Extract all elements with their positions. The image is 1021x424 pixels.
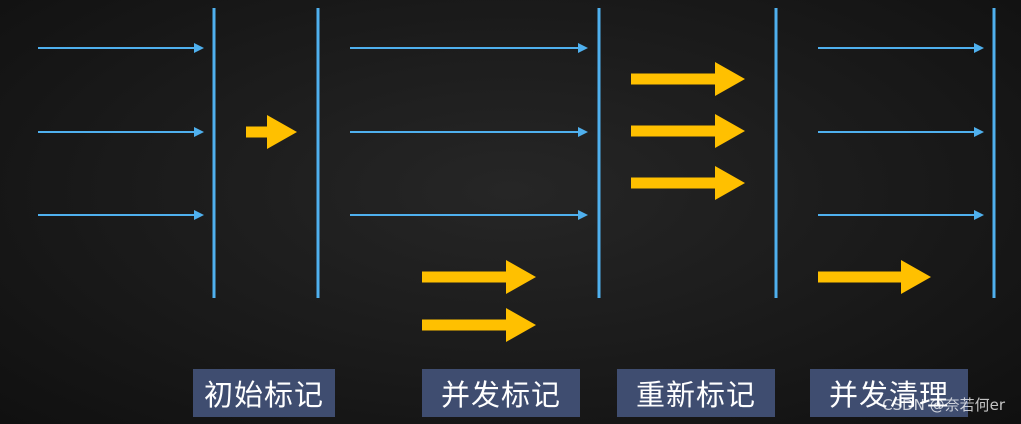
gc-thread-arrow (631, 166, 745, 200)
user-thread-arrow (350, 43, 588, 53)
user-thread-arrow (38, 43, 204, 53)
user-thread-arrow (350, 210, 588, 220)
user-thread-arrows (38, 43, 984, 220)
user-thread-arrow (38, 210, 204, 220)
gc-thread-arrow (818, 260, 931, 294)
phase-label-remark: 重新标记 (617, 369, 775, 417)
phase-label-concurrent-mark: 并发标记 (422, 369, 580, 417)
gc-thread-arrow (631, 62, 745, 96)
user-thread-arrow (818, 43, 984, 53)
user-thread-arrow (818, 210, 984, 220)
watermark: CSDN @奈若何er (882, 396, 1005, 414)
gc-thread-arrow (631, 114, 745, 148)
gc-thread-arrows (246, 62, 931, 342)
user-thread-arrow (38, 127, 204, 137)
gc-thread-arrow (422, 308, 536, 342)
user-thread-arrow (818, 127, 984, 137)
gc-thread-arrow (246, 115, 297, 149)
phase-label-initial-mark: 初始标记 (193, 369, 335, 417)
phase-label-concurrent-sweep: 并发清理 (810, 369, 968, 417)
user-thread-arrow (350, 127, 588, 137)
safepoint-lines (212, 8, 996, 298)
gc-thread-arrow (422, 260, 536, 294)
